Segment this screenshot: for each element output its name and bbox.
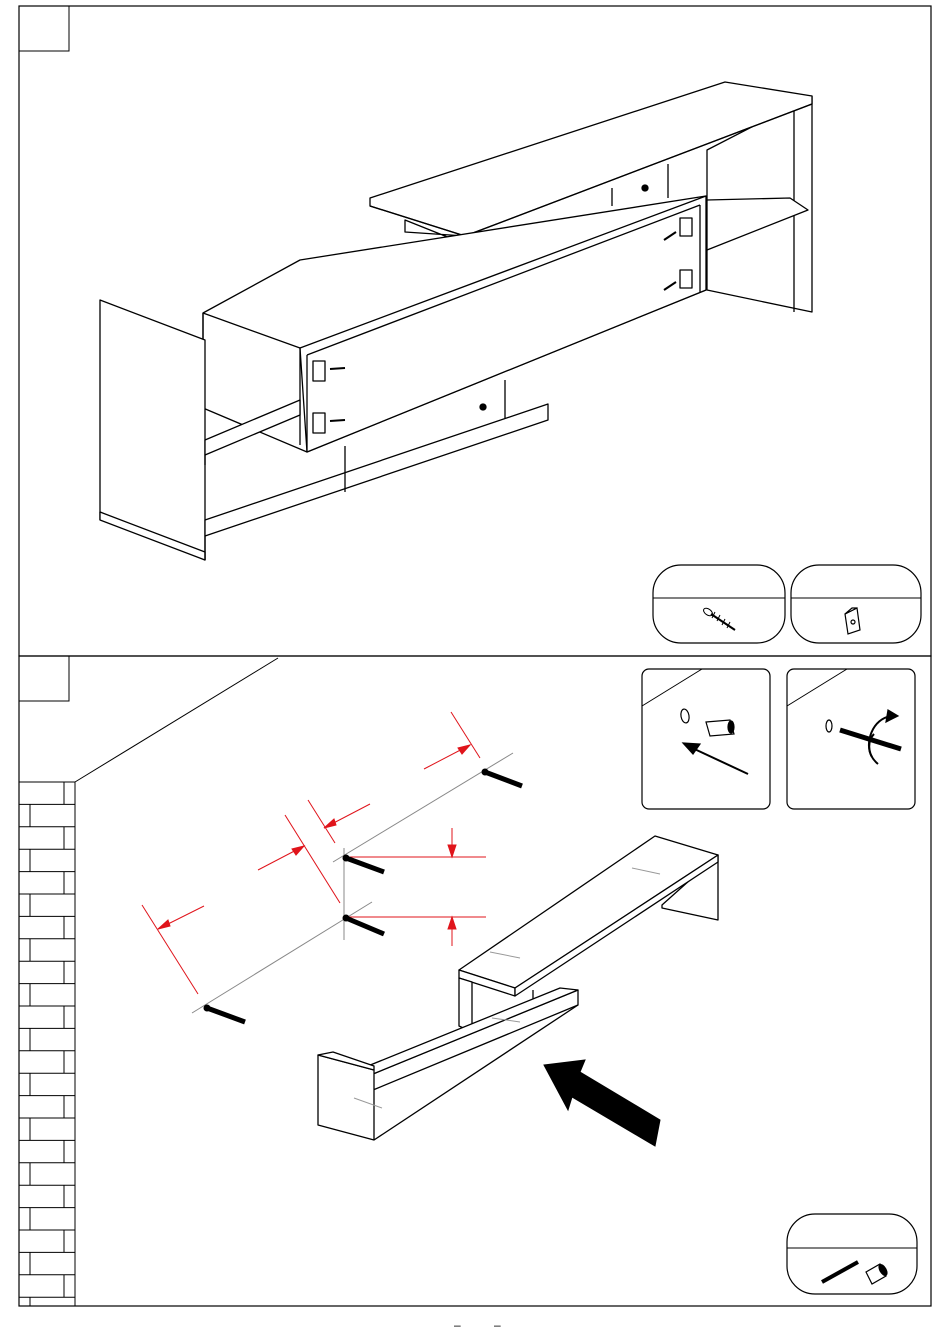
parts-box-bracket bbox=[791, 565, 921, 643]
bolt-lower-mid bbox=[343, 915, 384, 934]
page-footer: – – bbox=[448, 1318, 508, 1334]
bracket-icon bbox=[845, 608, 860, 634]
brick-wall bbox=[19, 658, 278, 1306]
dimension-lines bbox=[142, 712, 486, 994]
push-direction-arrow bbox=[544, 1060, 660, 1146]
step-1-panel bbox=[19, 6, 931, 656]
inset-insert-dowel bbox=[642, 669, 770, 809]
inset-rotate-bolt bbox=[787, 669, 915, 809]
footer-mark-left: – bbox=[454, 1318, 461, 1332]
footer-mark-right: – bbox=[494, 1318, 501, 1332]
step-1-number-box bbox=[19, 6, 69, 51]
shelf-unit-drawing bbox=[318, 836, 718, 1140]
wall-bolts bbox=[204, 769, 522, 1022]
step-2-panel bbox=[19, 656, 931, 1306]
bolt-upper-mid bbox=[343, 855, 384, 872]
bolt-top-right bbox=[482, 769, 522, 786]
step-2-number-box bbox=[19, 656, 69, 701]
bolt-bottom-left bbox=[204, 1005, 245, 1022]
parts-box-bolt-anchor bbox=[787, 1214, 917, 1294]
parts-box-screw bbox=[653, 565, 785, 643]
cabinet-drawing bbox=[100, 82, 812, 560]
